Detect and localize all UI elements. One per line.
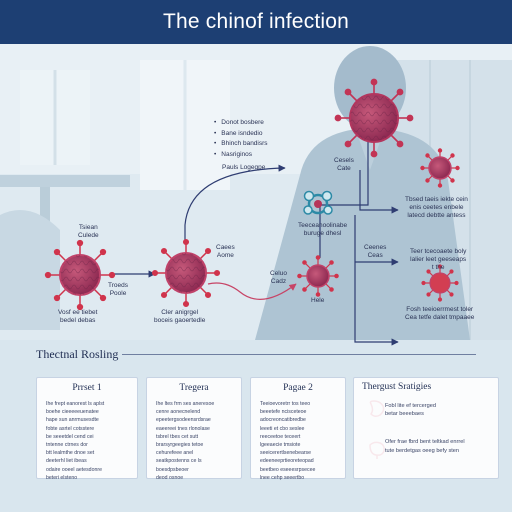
label-small-left: Celuo Cadz (270, 270, 287, 285)
label-entry-top: Tsiean Culede (78, 224, 99, 239)
card-title: Tregera (179, 383, 209, 393)
label-cell-side: Ceenes Ceas (364, 244, 387, 259)
therapy-title: Thergust Sratigies (362, 382, 432, 392)
card-text: Ihe ltes frm ses aneresoe cenre aonecnel… (156, 401, 215, 481)
label-out-top: Tbsed taeis iekte cein enis ceetes enbel… (405, 196, 468, 219)
label-small-bottom: Hele (311, 297, 325, 304)
virus-host (334, 78, 414, 158)
section-title: Thectnal Rosling (36, 347, 119, 361)
virus-out-top (420, 148, 460, 188)
label-out-bottom: Fosh teeioerrmest toler Cea tetfe dalet … (405, 306, 475, 321)
bullet-item: Bane isndedio (214, 129, 268, 140)
page-title: The chinof infection (162, 10, 350, 33)
title-bar: The chinof infection (0, 0, 512, 44)
arrow-cell-to-host (319, 117, 372, 258)
therapy-item: Fobl lite ef tercerged betar beeebaes (362, 402, 490, 418)
label-out-mid: Teer tcecoaete boly lalier leet geeseaps… (410, 248, 467, 271)
bullet-item: Nasriginos (214, 150, 268, 161)
arrows (112, 117, 399, 346)
arrow-to-out-top (359, 170, 399, 214)
card-title: Prrset 1 (72, 383, 102, 393)
card-text: Ihe frept eanorest ls aplst boehe cieeee… (46, 401, 105, 481)
label-receptor: Teeceanoolinabe buruge dhesl (298, 222, 348, 237)
virus-out-mid (421, 264, 459, 302)
label-mid-top: Caees Aome (216, 244, 235, 259)
virus-cell (297, 255, 339, 297)
label-entry-bottom: Vosf ee tiebet bedel debas (58, 309, 98, 324)
label-mid-bottom: Cler anigrgel boceis gaoertedle (154, 309, 206, 324)
virus-entry (44, 239, 116, 311)
receptor-icon (303, 190, 333, 215)
bullet-item: Donot bosbere (214, 118, 268, 129)
bullet-list: Donot bosbere Bane isndedio Bhinch bandi… (214, 118, 268, 161)
arrow-mid-to-cell (207, 282, 297, 300)
therapy-item-text: Fobl lite ef tercerged betar beeebaes (385, 403, 436, 418)
virus-mid (151, 238, 221, 308)
card-text: Teeioevoretrr tos teeo beeetefe nciscete… (260, 401, 316, 481)
stage-card-3: Pagae 2 Teeioevoretrr tos teeo beeetefe … (250, 377, 346, 481)
label-host-top: Cesels Cate (334, 157, 354, 172)
arrow-virus-to-bullets (184, 164, 286, 240)
card-title: Pagae 2 (283, 383, 313, 393)
therapy-item: Ofer frae fbrd bent teltkad enrrel tute … (362, 438, 490, 454)
arrow-to-out-bottom (354, 215, 399, 346)
therapy-item-text: Ofer frae fbrd bent teltkad enrrel tute … (385, 439, 465, 454)
stage-card-1: Prrset 1 Ihe frept eanorest ls aplst boe… (36, 377, 138, 481)
therapy-card: Thergust Sratigies Fobl lite ef tercerge… (353, 377, 499, 479)
label-entry-side: Troeds Poole (108, 282, 128, 297)
label-arrow: Pauls Logegpe (222, 164, 266, 171)
stage-card-2: Tregera Ihe ltes frm ses aneresoe cenre … (146, 377, 242, 481)
bullet-item: Bhinch bandisrs (214, 139, 267, 150)
section-divider (122, 354, 476, 355)
